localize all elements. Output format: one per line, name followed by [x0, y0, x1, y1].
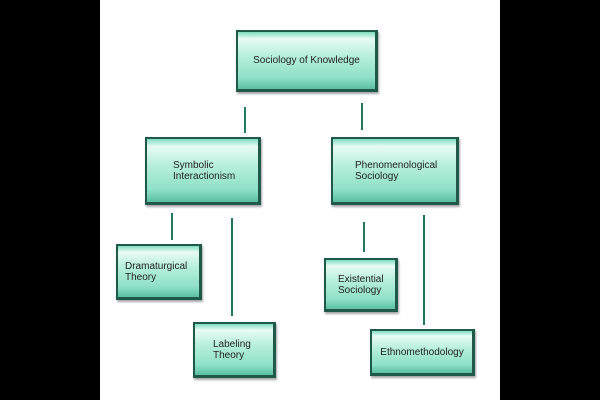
node-ethnomethodology: Ethnomethodology — [370, 329, 475, 376]
node-label: Ethnomethodology — [380, 346, 464, 358]
connector-phenomenological-ethnomethodology — [423, 215, 425, 325]
connector-root-symbolic — [244, 107, 246, 133]
node-label: Phenomenological Sociology — [355, 159, 438, 182]
node-label: Sociology of Knowledge — [253, 55, 360, 66]
node-dramaturgical-theory: Dramaturgical Theory — [116, 244, 202, 300]
node-label: Labeling Theory — [213, 338, 251, 361]
node-labeling-theory: Labeling Theory — [193, 322, 276, 378]
node-label: Symbolic Interactionism — [173, 159, 236, 182]
node-symbolic-interactionism: Symbolic Interactionism — [145, 137, 261, 205]
node-existential-sociology: Existential Sociology — [324, 258, 398, 312]
connector-phenomenological-existential — [363, 222, 365, 252]
node-sociology-of-knowledge: Sociology of Knowledge — [236, 30, 378, 92]
connector-symbolic-dramaturgical — [171, 213, 173, 240]
connector-root-phenomenological — [361, 103, 363, 130]
node-label: Dramaturgical Theory — [125, 260, 188, 283]
node-label: Existential Sociology — [338, 273, 384, 296]
connector-symbolic-labeling — [231, 218, 233, 316]
node-phenomenological-sociology: Phenomenological Sociology — [331, 137, 459, 205]
